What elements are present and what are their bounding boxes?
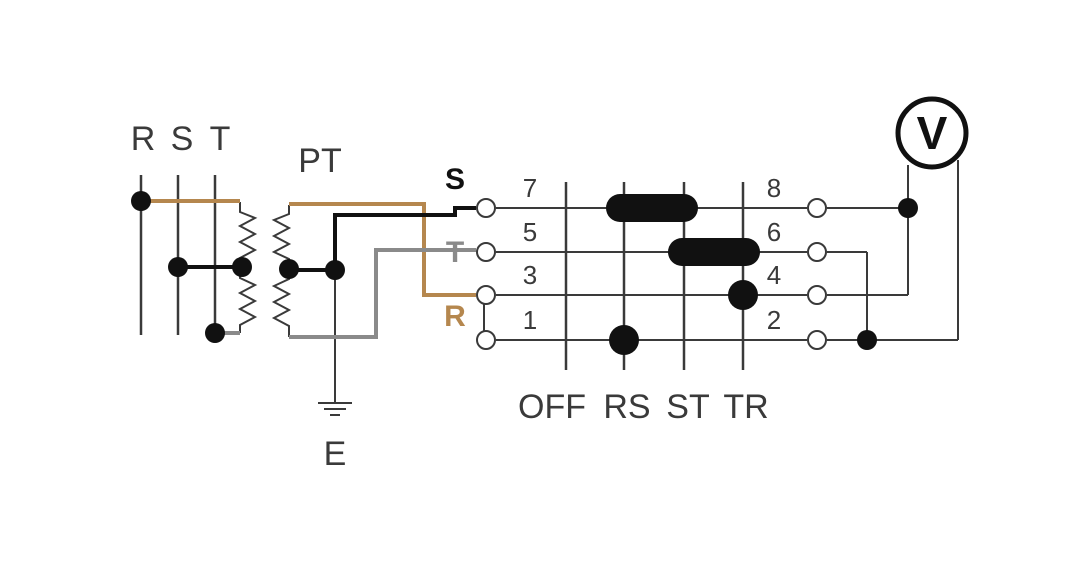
t-phase-secondary-wire xyxy=(289,248,476,339)
junction-primary-mid xyxy=(232,257,252,277)
bridge-rs-1-2 xyxy=(609,325,639,355)
primary-coil-upper xyxy=(237,202,258,267)
secondary-coil-lower xyxy=(271,268,292,337)
bus-label-r: R xyxy=(131,120,156,158)
position-label-rs: RS xyxy=(603,388,650,426)
terminal-5 xyxy=(476,242,496,262)
terminal-number-1: 1 xyxy=(523,305,537,335)
voltmeter-body xyxy=(895,96,969,170)
terminal-number-2: 2 xyxy=(767,305,781,335)
bridge-st-5-6 xyxy=(668,238,760,266)
secondary-coil-upper xyxy=(271,205,292,268)
pt-primary-coils xyxy=(237,202,258,333)
bus-label-s: S xyxy=(171,120,194,158)
switch-rails xyxy=(496,207,807,341)
transformer-label: PT xyxy=(298,142,341,180)
terminal-number-4: 4 xyxy=(767,260,781,290)
bridge-rs-7-8 xyxy=(606,194,698,222)
junction-s-bus xyxy=(168,257,188,277)
voltmeter-label: V xyxy=(917,107,948,159)
terminal-number-7: 7 xyxy=(523,173,537,203)
junction-meter-left xyxy=(898,198,918,218)
terminal-circles xyxy=(476,198,827,350)
phase-label-s: S xyxy=(445,163,465,196)
junction-r-bus xyxy=(131,191,151,211)
terminal-8 xyxy=(807,198,827,218)
bridge-tr-3-4 xyxy=(728,280,758,310)
meter-wiring xyxy=(483,160,959,341)
terminal-7 xyxy=(476,198,496,218)
phase-label-t: T xyxy=(446,236,464,269)
voltmeter-icon: V xyxy=(895,96,969,170)
switch-bridges xyxy=(606,194,760,355)
terminal-6 xyxy=(807,242,827,262)
terminal-number-5: 5 xyxy=(523,217,537,247)
position-label-tr: TR xyxy=(723,388,768,426)
terminal-4 xyxy=(807,285,827,305)
junction-meter-right xyxy=(857,330,877,350)
position-label-off: OFF xyxy=(518,388,586,426)
phase-label-r: R xyxy=(444,300,466,333)
junction-dots xyxy=(131,191,918,350)
junction-secondary-mid xyxy=(279,259,299,279)
pt-secondary-coils xyxy=(271,205,292,337)
junction-t-bus xyxy=(205,323,225,343)
terminal-3 xyxy=(476,285,496,305)
terminal-number-8: 8 xyxy=(767,173,781,203)
junction-earth xyxy=(325,260,345,280)
terminal-number-6: 6 xyxy=(767,217,781,247)
terminal-1 xyxy=(476,330,496,350)
terminal-number-3: 3 xyxy=(523,260,537,290)
earth-ground xyxy=(318,270,352,416)
earth-label: E xyxy=(324,435,347,473)
terminal-2 xyxy=(807,330,827,350)
position-label-st: ST xyxy=(666,388,709,426)
primary-coil-lower xyxy=(237,267,258,333)
bus-label-t: T xyxy=(210,120,231,158)
